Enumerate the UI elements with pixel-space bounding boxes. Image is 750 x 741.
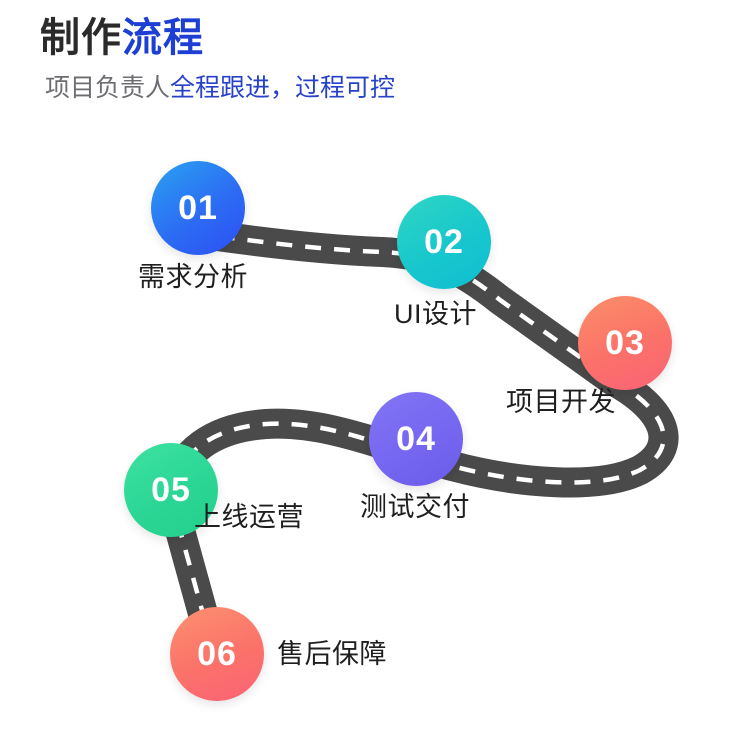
page-title-part1: 制作 [40, 16, 122, 60]
page-subtitle: 项目负责人全程跟进，过程可控 [45, 72, 700, 106]
header: 制作流程 项目负责人全程跟进，过程可控 [40, 14, 700, 106]
page-subtitle-part2: 全程跟进，过程可控 [170, 74, 396, 102]
step-label-05: 上线运营 [194, 502, 304, 532]
step-node-06[interactable]: 06 [170, 607, 264, 701]
step-node-05[interactable]: 05 [124, 443, 218, 537]
step-number-02: 02 [424, 223, 464, 261]
road-dash-2 [167, 378, 666, 495]
step-node-01[interactable]: 01 [151, 161, 245, 255]
step-number-01: 01 [178, 189, 218, 227]
step-label-03: 项目开发 [506, 387, 616, 417]
page-title-part2: 流程 [122, 16, 204, 60]
step-number-06: 06 [197, 635, 237, 673]
step-label-04: 测试交付 [360, 492, 470, 522]
step-node-04[interactable]: 04 [369, 392, 463, 486]
step-label-06: 售后保障 [277, 639, 387, 669]
step-node-03[interactable]: 03 [578, 296, 672, 390]
step-number-05: 05 [151, 471, 191, 509]
road-dash-1 [189, 229, 614, 382]
step-number-04: 04 [396, 420, 436, 458]
step-node-02[interactable]: 02 [397, 195, 491, 289]
page-title: 制作流程 [40, 14, 700, 62]
step-label-02: UI设计 [394, 299, 477, 329]
step-label-01: 需求分析 [138, 262, 248, 292]
step-number-03: 03 [605, 324, 645, 362]
page-subtitle-part1: 项目负责人 [45, 74, 171, 102]
